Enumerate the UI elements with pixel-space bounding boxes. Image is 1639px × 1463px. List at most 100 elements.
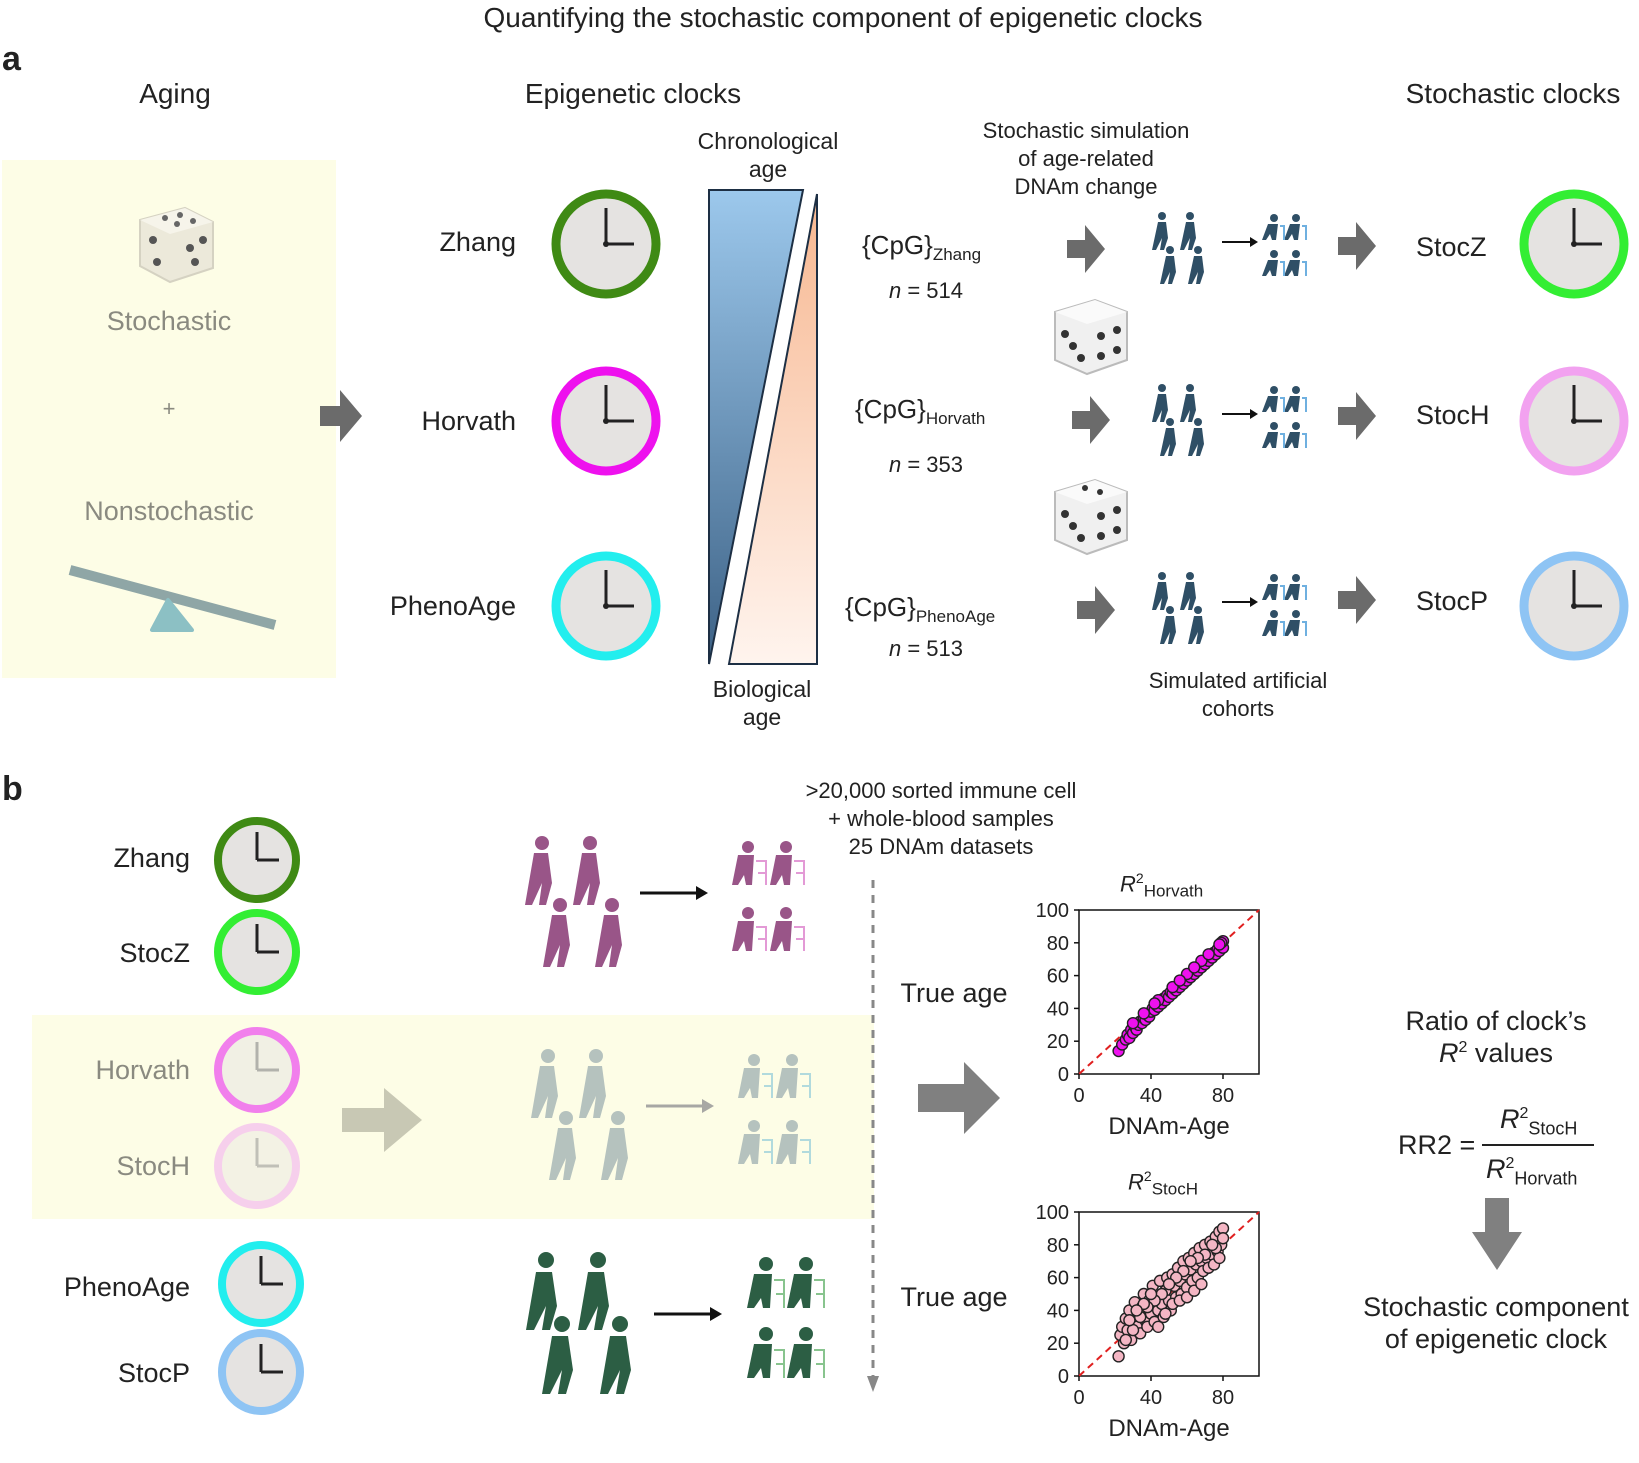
cohort-icon (1152, 572, 1307, 644)
clock-icon-phenoage (551, 551, 661, 661)
rr2-label: RR2 = (1398, 1130, 1476, 1160)
cohort-icon-phenoage (526, 1252, 825, 1394)
data-point (1162, 1277, 1176, 1291)
arrow-right-icon (320, 390, 362, 442)
data-point (1130, 1304, 1143, 1317)
cohort-icon (1152, 212, 1307, 284)
n-horvath: n = 353 (888, 452, 964, 477)
aging-nonstochastic: Nonstochastic (84, 496, 254, 526)
x-tick-label: 80 (1212, 1085, 1234, 1107)
horvath-band (32, 1015, 874, 1219)
x-tick-label: 40 (1140, 1085, 1162, 1107)
data-point (1137, 1007, 1151, 1020)
samples-line2: + whole-blood samples (828, 806, 1054, 831)
clock-label-phenoage: PhenoAge (389, 591, 516, 621)
x-tick-label: 0 (1073, 1085, 1084, 1107)
arrow-right-icon (1072, 396, 1110, 444)
data-point (1205, 1238, 1219, 1251)
aging-header: Aging (139, 78, 211, 109)
data-point (1202, 948, 1215, 961)
figure-title: Quantifying the stochastic component of … (483, 2, 1203, 33)
data-point (1187, 961, 1201, 974)
y-tick-label: 20 (1047, 1333, 1069, 1355)
clock-icon-horvath (551, 366, 661, 476)
cohort-icon-zhang (525, 836, 805, 967)
clock-icon-phenoage-b (218, 1241, 304, 1327)
arrow-right-icon (1338, 392, 1376, 440)
arrow-right-icon (1338, 576, 1376, 624)
data-point (1159, 1307, 1172, 1320)
b-label-horvath: Horvath (95, 1055, 190, 1085)
data-point (1216, 1232, 1230, 1245)
b-label-phenoage: PhenoAge (63, 1272, 190, 1302)
n-phenoage: n = 513 (888, 636, 964, 661)
y-tick-label: 100 (1036, 900, 1069, 922)
y-tick-label: 100 (1036, 1202, 1069, 1224)
samples-line3: 25 DNAm datasets (848, 834, 1034, 859)
y-tick-label: 40 (1047, 998, 1069, 1020)
clock-icon-zhang-b (214, 817, 300, 903)
dice-icon (1054, 298, 1128, 376)
cpg-zhang: {CpG}Zhang (862, 230, 982, 265)
cohort-icon-horvath (531, 1049, 811, 1180)
data-point (1119, 1333, 1133, 1347)
y-tick-label: 80 (1047, 933, 1069, 955)
clock-icon-stoch (1519, 366, 1629, 476)
rr2-numerator: R2StocH (1500, 1104, 1578, 1139)
data-point (1112, 1350, 1125, 1363)
x-tick-label: 80 (1212, 1387, 1234, 1409)
dice-icon (139, 206, 214, 284)
ratio-line2: R2 values (1439, 1038, 1553, 1068)
y-tick-label: 0 (1058, 1064, 1069, 1086)
ratio-line1: Ratio of clock’s (1405, 1006, 1587, 1036)
arrow-right-icon (1067, 225, 1105, 273)
clock-icon-stocz-b (214, 909, 300, 995)
sim-line1: Stochastic simulation (982, 118, 1190, 143)
y-tick-label: 60 (1047, 1268, 1069, 1290)
cohorts-line2: cohorts (1201, 696, 1275, 721)
data-point (1148, 997, 1161, 1010)
clock-icon-stoch-b (214, 1123, 300, 1209)
chrono-line2: age (748, 156, 788, 182)
clock-label-horvath: Horvath (421, 406, 516, 436)
bio-line2: age (742, 704, 782, 730)
clock-icon-horvath-b (214, 1027, 300, 1113)
plot2-title: R2StocH (1128, 1168, 1198, 1199)
chrono-line1: Chronological (697, 128, 839, 154)
sim-line3: DNAm change (1014, 174, 1158, 199)
x-tick-label: 40 (1140, 1387, 1162, 1409)
dashed-down-arrow (867, 880, 879, 1392)
aging-plus: + (162, 396, 176, 421)
epigenetic-header: Epigenetic clocks (524, 78, 742, 109)
samples-line1: >20,000 sorted immune cell (805, 778, 1077, 803)
stoc-label-z: StocZ (1416, 232, 1487, 262)
fraction-bar (1482, 1144, 1594, 1146)
panel-a-letter: a (2, 40, 21, 78)
arrow-right-icon (342, 1088, 422, 1152)
clock-icon-zhang (551, 189, 661, 299)
clock-icon-stocp (1519, 551, 1629, 661)
sim-line2: of age-related (1018, 146, 1154, 171)
arrow-right-icon (1338, 222, 1376, 270)
data-point (1144, 1287, 1158, 1301)
cohort-icon (1152, 384, 1307, 456)
cpg-horvath: {CpG}Horvath (855, 394, 986, 429)
dice-icon (1054, 478, 1128, 556)
arrow-down-icon (1472, 1198, 1522, 1270)
data-point (1123, 1314, 1136, 1327)
data-point (1126, 1016, 1140, 1030)
b-label-stoch: StocH (116, 1151, 190, 1181)
rr2-denominator: R2Horvath (1486, 1154, 1578, 1189)
y-tick-label: 40 (1047, 1300, 1069, 1322)
aging-stochastic: Stochastic (106, 306, 232, 336)
cpg-phenoage: {CpG}PhenoAge (845, 592, 996, 627)
cohorts-line1: Simulated artificial (1148, 668, 1328, 693)
b-label-stocp: StocP (117, 1358, 190, 1388)
n-zhang: n = 514 (888, 278, 964, 303)
component-line1: Stochastic component (1363, 1292, 1629, 1322)
x-axis-label: DNAm-Age (1108, 1113, 1229, 1140)
y-tick-label: 0 (1058, 1366, 1069, 1388)
data-point (1213, 938, 1226, 951)
